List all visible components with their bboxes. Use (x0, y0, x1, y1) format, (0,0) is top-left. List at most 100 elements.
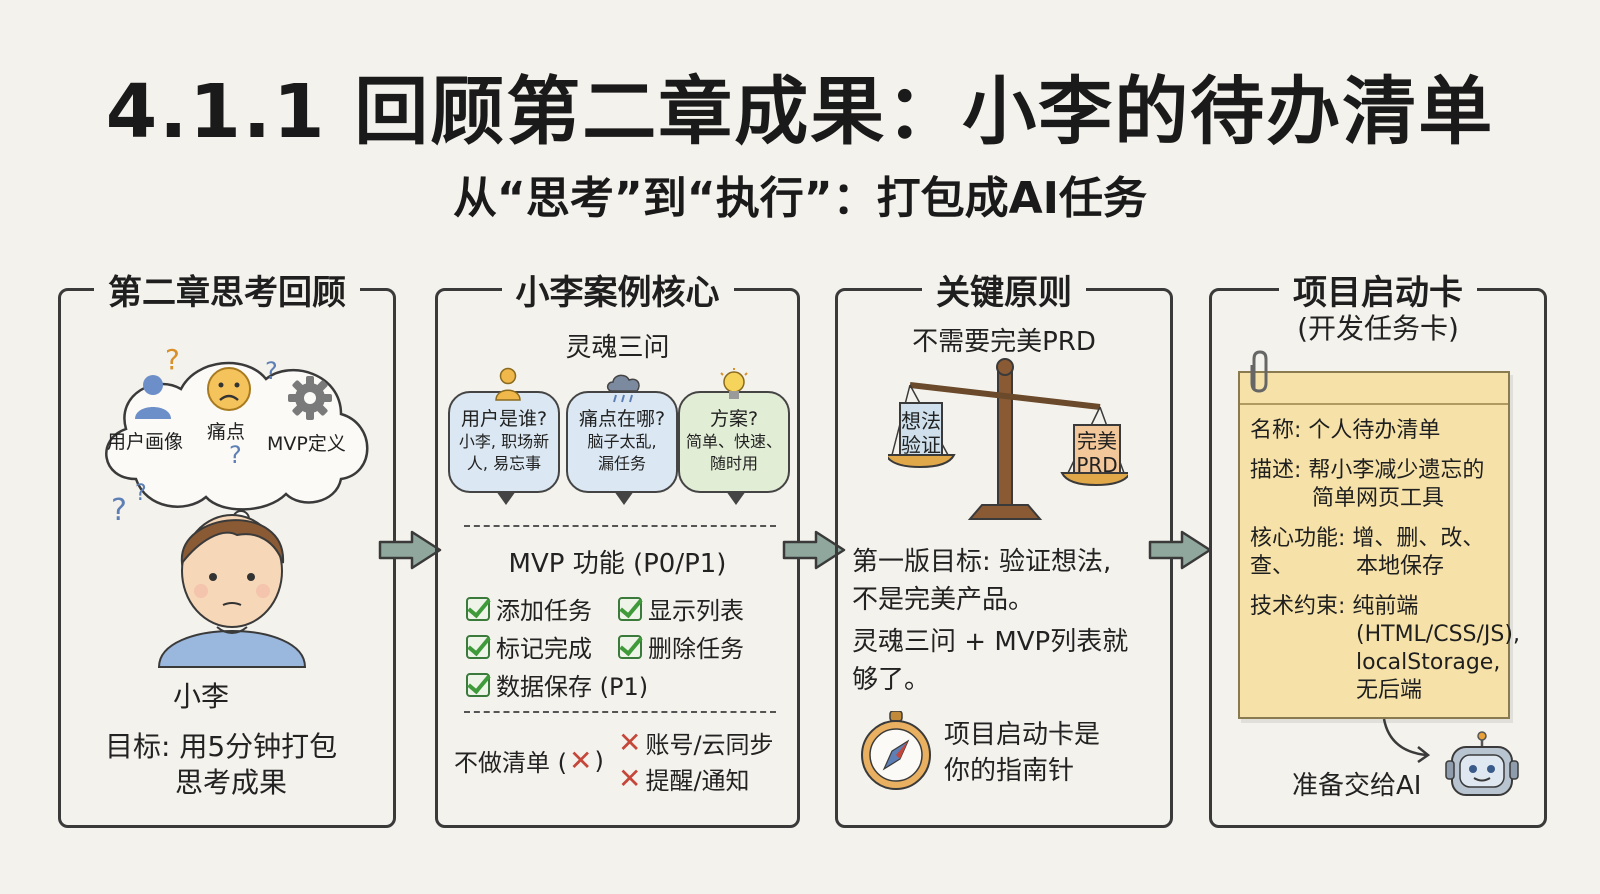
principle-line: 灵魂三问 + MVP列表就 (852, 627, 1129, 657)
principle-line: 够了。 (852, 665, 931, 695)
cross-icon: ✕ (618, 726, 642, 759)
compass-text: 项目启动卡是 你的指南针 (944, 717, 1100, 789)
mvp-item: 添加任务 (466, 591, 592, 626)
card-value: 纯前端 (1352, 594, 1419, 619)
bubble-body: 随时用 (709, 454, 758, 473)
cloud-item-persona: 用户画像 (107, 431, 184, 453)
bubble-body: 脑子太乱, (587, 432, 657, 451)
panel-key-principle: 关键原则 不需要完美PRD 想法 验证 完美 PRD 第一版目标: 验证想法, … (835, 265, 1173, 828)
divider (464, 525, 776, 527)
page-title: 4.1.1 回顾第二章成果：小李的待办清单 (105, 69, 1495, 155)
task-card: 名称: 个人待办清单 描述: 帮小李减少遗忘的 简单网页工具 核心功能: 增、删… (1238, 371, 1520, 719)
question-mark-icon: ? (229, 441, 242, 469)
card-value: 增、删、改、查、 (1250, 526, 1485, 579)
principle-text-1: 第一版目标: 验证想法, 不是完美产品。 (852, 543, 1111, 619)
cloud-item-mvp: MVP定义 (267, 433, 346, 455)
bubble-body: 小李, 职场新 (458, 432, 550, 451)
not-do-item: ✕账号/云同步 (618, 725, 774, 760)
arrow-right-icon (1148, 530, 1212, 570)
panel-title: 关键原则 (922, 265, 1086, 314)
mvp-item: 删除任务 (618, 629, 744, 664)
checkbox-checked-icon (618, 634, 642, 659)
person-name: 小李 (173, 680, 230, 713)
sad-face-icon (207, 367, 251, 411)
mvp-title: MVP 功能 (P0/P1) (508, 549, 727, 579)
scale-right-label: 完美 PRD (1074, 429, 1120, 477)
mvp-item-label: 显示列表 (648, 597, 744, 625)
card-core-cont: 本地保存 (1356, 554, 1445, 579)
panel-title: 第二章思考回顾 (94, 265, 360, 314)
panel-title: 小李案例核心 (501, 265, 734, 314)
bubble-body: 简单、快速、 (685, 432, 782, 451)
divider (464, 711, 776, 713)
panel-title: 项目启动卡 (1279, 265, 1477, 314)
bubble-head: 痛点在哪? (578, 408, 666, 430)
card-tech: 技术约束: 纯前端 (1250, 593, 1418, 621)
avatar (157, 514, 307, 668)
bubble-who: 用户是谁? 小李, 职场新 人, 易忘事 (448, 391, 560, 505)
card-core: 核心功能: 增、删、改、查、 (1250, 525, 1508, 581)
card-label: 名称: (1250, 418, 1302, 443)
compass-line: 你的指南针 (944, 756, 1075, 786)
gear-icon (288, 376, 332, 420)
scale-icon (888, 358, 1128, 520)
bubble-body: 人, 易忘事 (466, 454, 542, 473)
compass-icon (861, 711, 931, 790)
arrow-right-icon (378, 530, 442, 570)
mvp-item: 标记完成 (466, 629, 592, 664)
paperclip-icon (1250, 350, 1268, 393)
card-tech-cont: localStorage, (1356, 650, 1501, 675)
mvp-item-label: 添加任务 (496, 597, 592, 625)
principle-line: 第一版目标: 验证想法, (852, 547, 1112, 577)
bubble-head: 方案? (709, 408, 759, 430)
cross-icon: ✕ (569, 744, 593, 777)
panel-thinking-review: 第二章思考回顾 ? ? ? ? ? 用户画像 痛点 MVP定义 (58, 265, 396, 828)
card-label: 技术约束: (1250, 594, 1346, 619)
not-do-close: ) (594, 746, 604, 775)
panel-project-card: 项目启动卡 (开发任务卡) 名称: 个人待办清单 描述: 帮小李减少遗忘的 简单… (1209, 265, 1547, 828)
bubble-head: 用户是谁? (460, 408, 548, 430)
card-name: 名称: 个人待办清单 (1250, 417, 1440, 445)
principle-text-2: 灵魂三问 + MVP列表就 够了。 (852, 623, 1128, 699)
lightbulb-icon (720, 368, 748, 399)
arrow-right-icon (782, 530, 846, 570)
goal-line-1: 目标: 用5分钟打包 (105, 730, 338, 763)
bubble-body: 漏任务 (597, 454, 646, 473)
mvp-item: 显示列表 (618, 591, 744, 626)
question-mark-icon: ? (165, 343, 180, 376)
cloud-item-pain: 痛点 (207, 421, 246, 443)
not-do-item: ✕提醒/通知 (618, 761, 750, 796)
scale-left-line: 验证 (901, 433, 941, 457)
card-tech-cont: 无后端 (1356, 678, 1423, 703)
card-label: 核心功能: (1250, 526, 1346, 551)
scale-left-line: 想法 (901, 409, 941, 433)
curved-arrow-icon (1382, 718, 1431, 764)
checkbox-checked-icon (466, 634, 490, 659)
cross-icon: ✕ (618, 762, 642, 795)
bubble-pain: 痛点在哪? 脑子太乱, 漏任务 (566, 391, 678, 505)
robot-icon (1445, 731, 1519, 796)
card-tech-cont: (HTML/CSS/JS), (1356, 622, 1520, 647)
checkbox-checked-icon (466, 596, 490, 621)
principle-line: 不是完美产品。 (852, 585, 1035, 615)
scale-right-line: 完美 (1077, 429, 1117, 453)
not-do-item-label: 账号/云同步 (645, 731, 774, 759)
user-icon (495, 367, 521, 401)
panel-case-core: 小李案例核心 灵魂三问 用户是谁? 小李, 职场新 人, 易忘事 痛点在哪? 脑… (435, 265, 800, 828)
mvp-item-label: 删除任务 (648, 635, 744, 663)
question-mark-icon: ? (265, 357, 278, 385)
page-subtitle: 从“思考”到“执行”：打包成AI任务 (452, 173, 1148, 224)
question-mark-icon: ? (135, 481, 147, 506)
card-desc-cont: 简单网页工具 (1312, 486, 1445, 511)
compass-line: 项目启动卡是 (944, 720, 1101, 750)
card-value: 帮小李减少遗忘的 (1308, 458, 1485, 483)
bubble-solution: 方案? 简单、快速、 随时用 (678, 391, 790, 505)
handoff-text: 准备交给AI (1292, 771, 1422, 801)
not-do-label: 不做清单 ( ✕ ) (454, 743, 604, 778)
mvp-item-label: 数据保存 (P1) (496, 673, 649, 701)
not-do-item-label: 提醒/通知 (645, 767, 750, 795)
scale-right-line: PRD (1076, 453, 1118, 477)
panel-title-sub: (开发任务卡) (1297, 312, 1459, 345)
mvp-item-label: 标记完成 (496, 635, 592, 663)
mvp-item: 数据保存 (P1) (466, 667, 648, 702)
